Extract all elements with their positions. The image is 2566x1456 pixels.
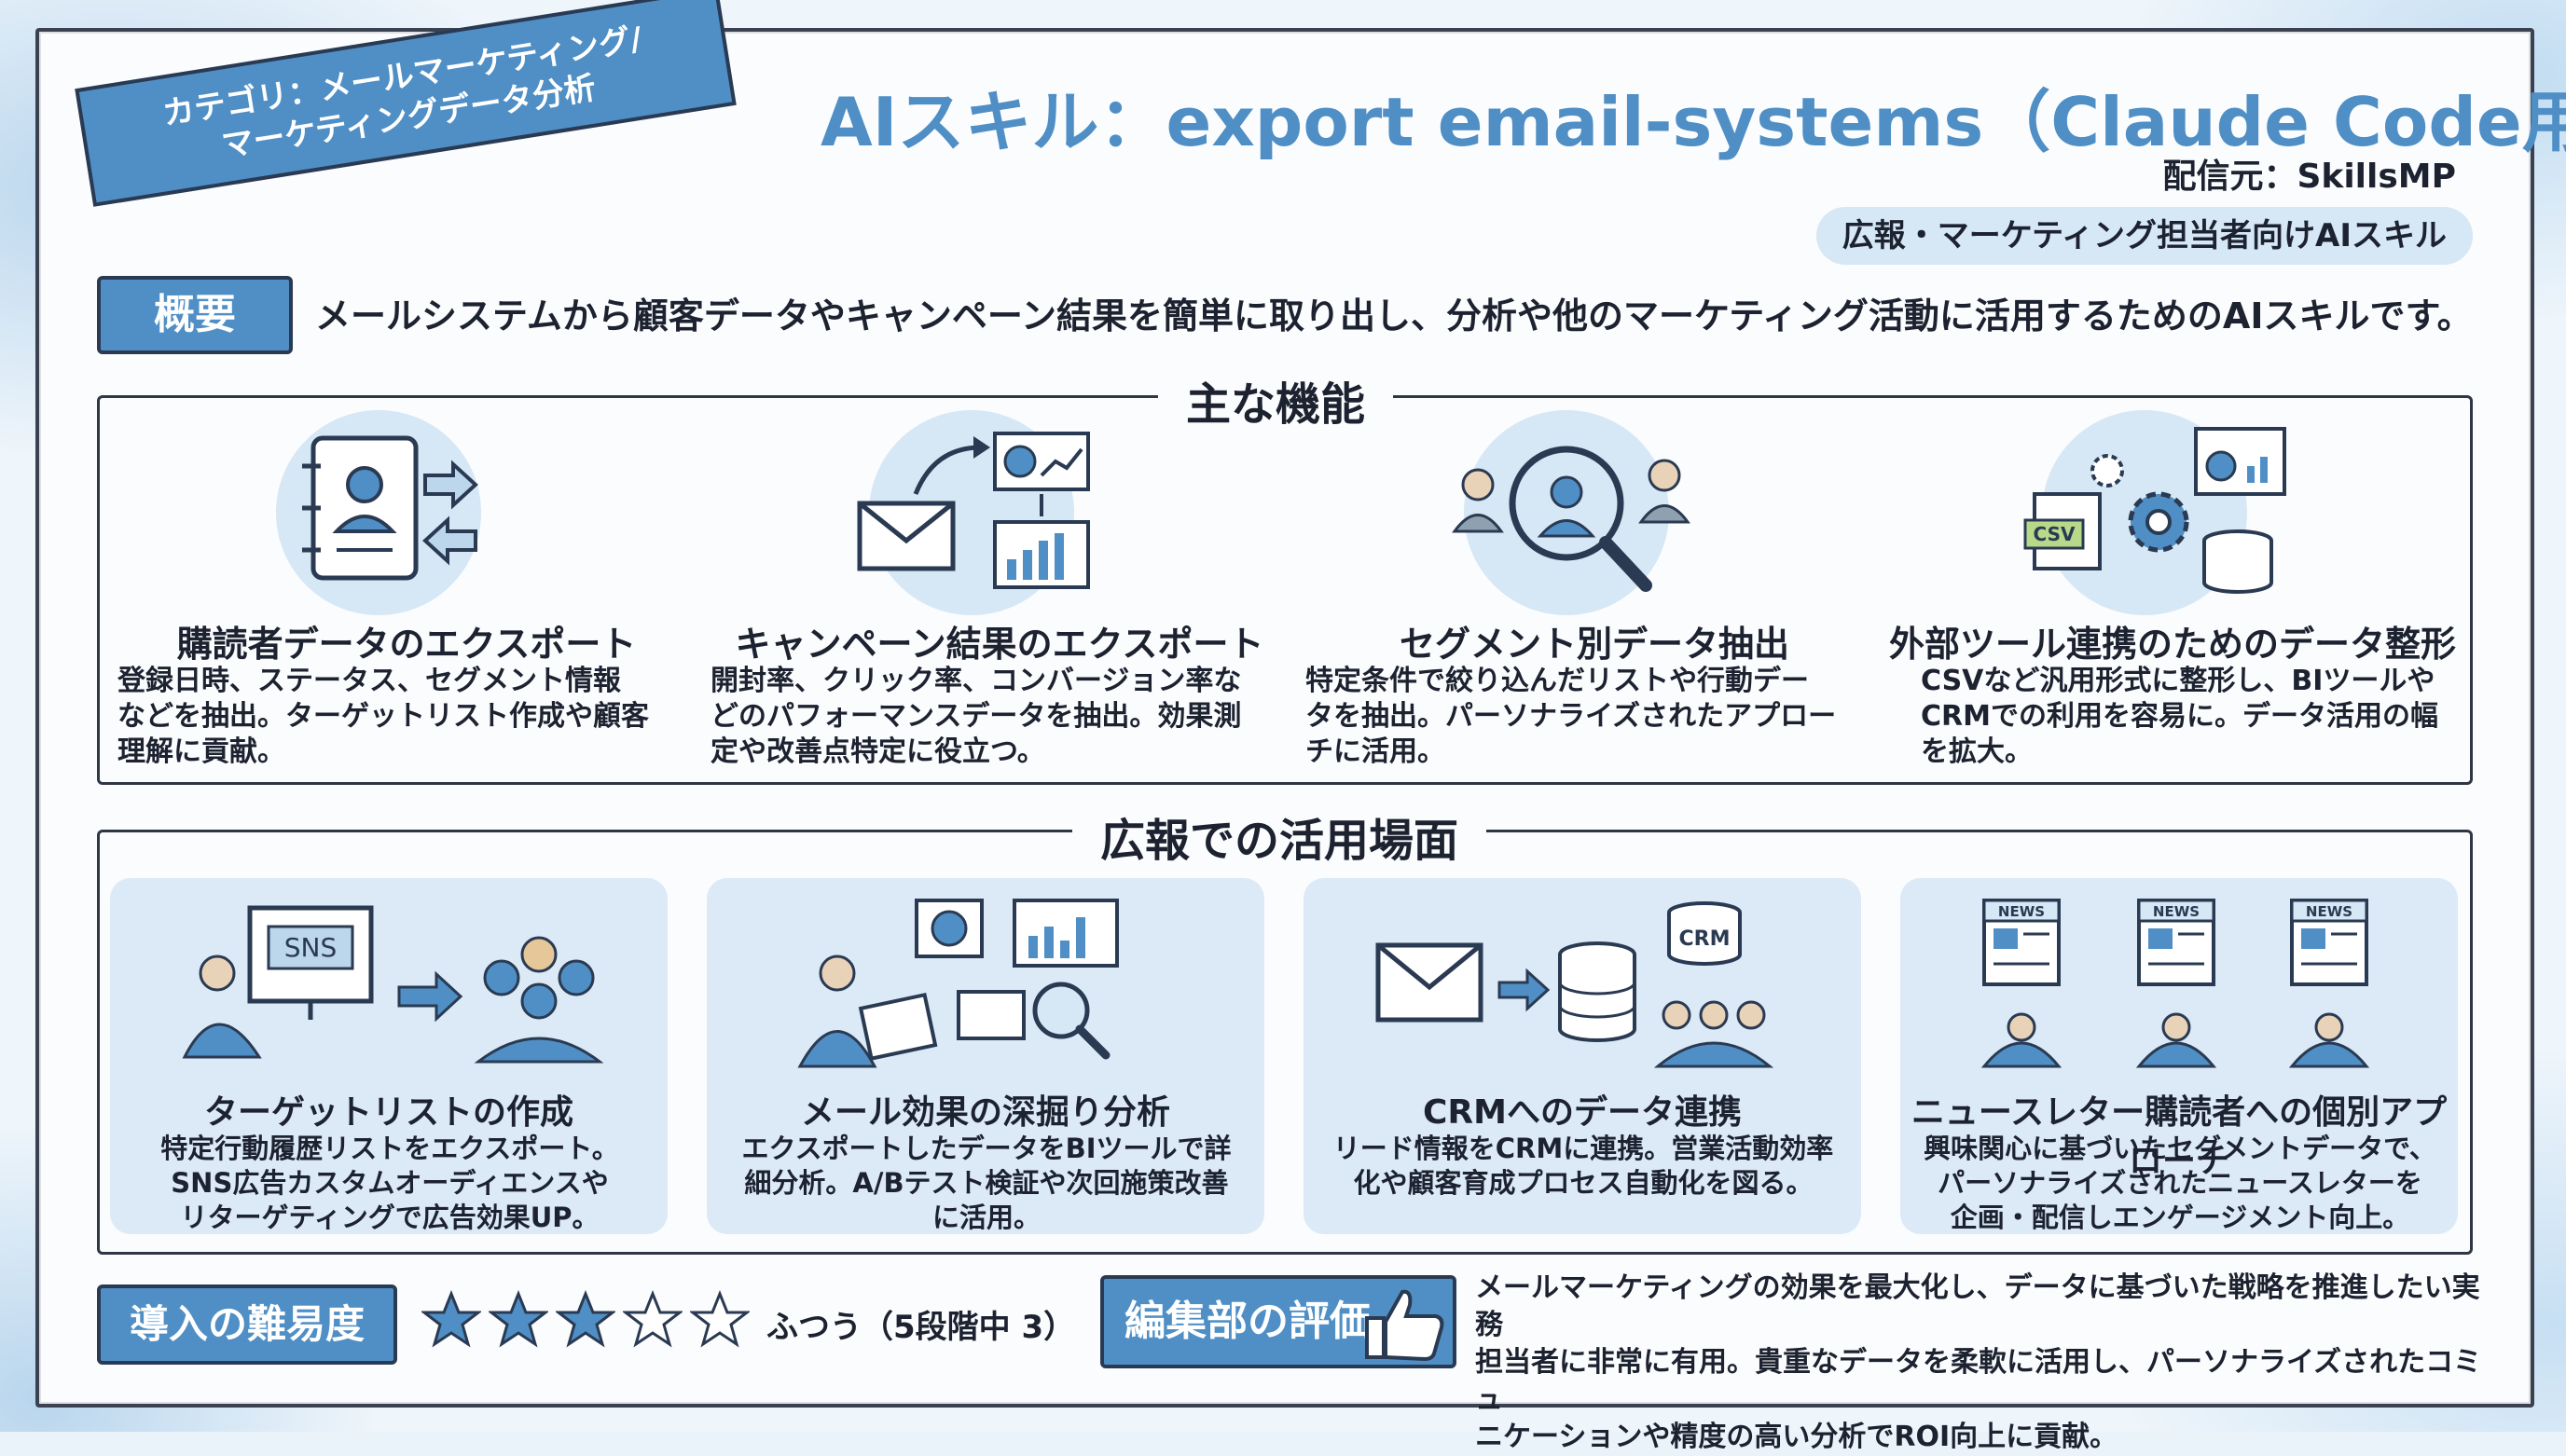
feature-desc: 開封率、クリック率、コンバージョン率な どのパフォーマンスデータを抽出。効果測 …: [710, 665, 1242, 768]
star-filled-icon: [556, 1290, 615, 1348]
svg-text:NEWS: NEWS: [1998, 903, 2045, 920]
source-label: 配信元：SkillsMP: [2162, 158, 2456, 196]
email-database-crm-icon: CRM: [1375, 901, 1774, 1068]
usage-desc: 特定行動履歴リストをエクスポート。 SNS広告カスタムオーディエンスや リターゲ…: [160, 1133, 619, 1233]
evaluation-label-text: 編集部の評価: [1124, 1298, 1371, 1345]
feature-title: 購読者データのエクスポート: [176, 624, 637, 665]
svg-text:NEWS: NEWS: [2153, 903, 2200, 920]
usage-newsletter-approach: NEWS NEWS NEWS ニュースレター購読者への個別アプローチ: [1900, 878, 2458, 1234]
usage-title-text: メール効果の深掘り分析: [800, 1093, 1170, 1132]
usage-crm-integration: CRM CRMへのデータ連携 リード情報をCRMに連携。営業活動効率 化や顧客育…: [1304, 878, 1861, 1234]
feature-title: キャンペーン結果のエクスポート: [735, 624, 1264, 665]
overview-label: 概要: [97, 276, 293, 354]
email-chart-export-icon: [857, 432, 1090, 589]
csv-gear-crm-icon: CSV: [2023, 427, 2286, 594]
difficulty-text: ふつう（5段階中 3）: [766, 1309, 1076, 1346]
usage-target-list: SNS ターゲットリストの作成 特定行動履歴リストをエクスポート。 SNS広告カ…: [110, 878, 668, 1234]
star-filled-icon: [489, 1290, 548, 1348]
features-title: 主な機能: [1158, 367, 1394, 433]
thumbs-up-icon: [1365, 1289, 1444, 1362]
usage-desc: リード情報をCRMに連携。営業活動効率 化や顧客育成プロセス自動化を図る。: [1332, 1133, 1834, 1199]
feature-desc: 登録日時、ステータス、セグメント情報 などを抽出。ターゲットリスト作成や顧客 理…: [117, 665, 649, 768]
analyst-dashboard-icon: [797, 899, 1119, 1068]
feature-desc: 特定条件で絞り込んだリストや行動デー タを抽出。パーソナライズされたアプロー チ…: [1305, 665, 1837, 768]
contact-book-export-icon: [302, 435, 478, 581]
usage-desc: エクスポートしたデータをBIツールで詳 細分析。A/Bテスト検証や次回施策改善 …: [741, 1133, 1232, 1233]
svg-text:NEWS: NEWS: [2306, 903, 2352, 920]
svg-text:CRM: CRM: [1679, 927, 1731, 951]
svg-text:SNS: SNS: [284, 932, 338, 963]
feature-desc: CSVなど汎用形式に整形し、BIツールや CRMでの利用を容易に。データ活用の幅…: [1921, 665, 2438, 768]
usage-title: 広報での活用場面: [1072, 804, 1487, 869]
svg-text:CSV: CSV: [2034, 523, 2076, 545]
feature-title: 外部ツール連携のためのデータ整形: [1888, 624, 2456, 665]
usage-deep-analysis: メール効果の深掘り分析 エクスポートしたデータをBIツールで詳 細分析。A/Bテ…: [707, 878, 1264, 1234]
feature-title: セグメント別データ抽出: [1399, 624, 1789, 665]
overview-text: メールシステムから顧客データやキャンペーン結果を簡単に取り出し、分析や他のマーケ…: [315, 295, 2473, 337]
sns-audience-icon: SNS: [182, 905, 604, 1064]
usage-title-text: ターゲットリストの作成: [203, 1093, 573, 1132]
usage-title-text: ニュースレター購読者への個別アプローチ: [1911, 1093, 2448, 1180]
star-empty-icon: [690, 1290, 750, 1348]
star-filled-icon: [421, 1290, 481, 1348]
magnifier-people-icon: [1452, 446, 1690, 592]
page-title: AIスキル：export email-systems（Claude Code用）: [821, 83, 2566, 161]
evaluation-text: メールマーケティングの効果を最大化し、データに基づいた戦略を推進したい実務 担当…: [1475, 1271, 2482, 1453]
newsletter-readers-icon: NEWS NEWS NEWS: [1980, 899, 2370, 1068]
audience-badge: 広報・マーケティング担当者向けAIスキル: [1815, 207, 2473, 265]
usage-title-text: CRMへのデータ連携: [1423, 1093, 1742, 1132]
usage-desc: 興味関心に基づいたセグメントデータで、 パーソナライズされたニュースレターを 企…: [1924, 1133, 2436, 1233]
difficulty-label: 導入の難易度: [97, 1284, 397, 1365]
star-empty-icon: [623, 1290, 683, 1348]
difficulty-stars: [421, 1290, 750, 1350]
